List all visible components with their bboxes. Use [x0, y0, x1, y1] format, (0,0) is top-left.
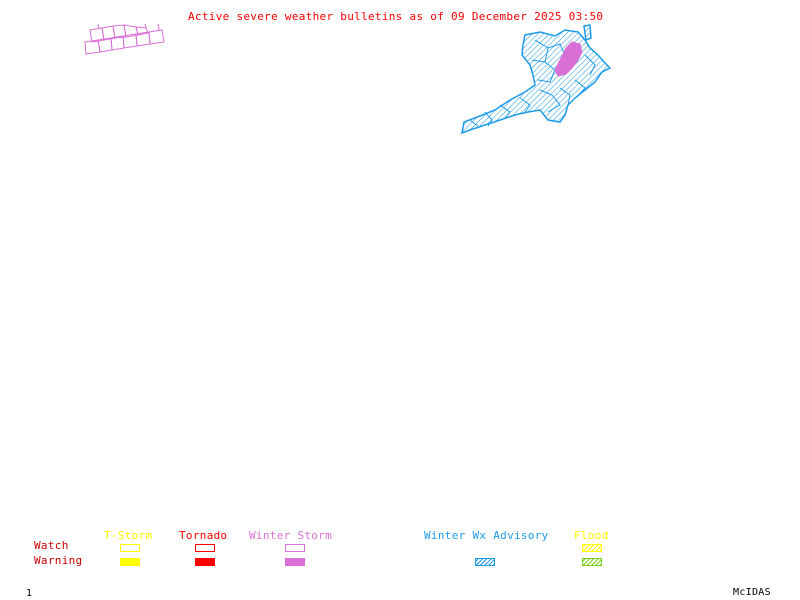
frame-number: 1 — [26, 588, 33, 599]
winter-storm-warning-swatch — [285, 558, 305, 566]
tstorm-watch-swatch — [120, 544, 140, 552]
winter-storm-watch-area — [84, 23, 165, 55]
legend-col-tstorm: T-Storm — [104, 529, 153, 542]
flood-watch-swatch — [582, 544, 602, 552]
winter-storm-warning-area — [554, 41, 583, 77]
tornado-watch-swatch — [195, 544, 215, 552]
legend-row-warning: Warning — [34, 554, 83, 567]
winter-wx-advisory-area — [461, 24, 612, 135]
legend-col-tornado: Tornado — [179, 529, 228, 542]
legend-col-winter-storm: Winter Storm — [249, 529, 333, 542]
brand-label: McIDAS — [733, 587, 771, 598]
tstorm-warning-swatch — [120, 558, 140, 566]
winter-storm-watch-swatch — [285, 544, 305, 552]
winter-wx-advisory-swatch — [475, 558, 495, 566]
legend-row-watch: Watch — [34, 539, 69, 552]
bulletin-title: Active severe weather bulletins as of 09… — [188, 10, 604, 23]
tornado-warning-swatch — [195, 558, 215, 566]
legend-col-flood: Flood — [574, 529, 609, 542]
flood-warning-swatch — [582, 558, 602, 566]
legend-col-winter-wx-advisory: Winter Wx Advisory — [424, 529, 549, 542]
